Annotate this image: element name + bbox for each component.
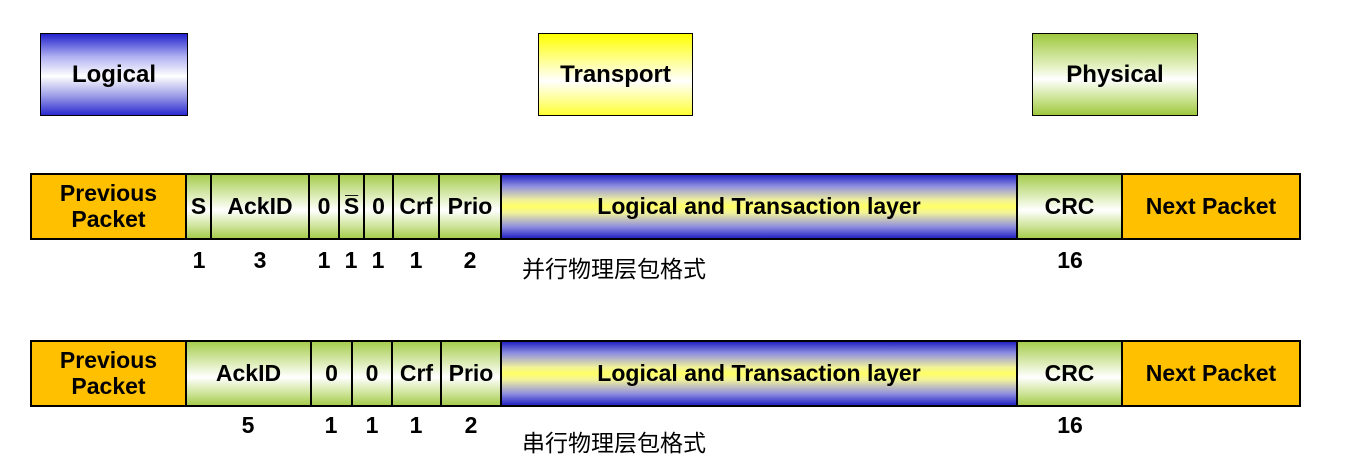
parallel-cell-zero-2: 0 [363,173,394,240]
serial-bitcount-crf: 1 [409,412,423,438]
parallel-cell-next-packet: Next Packet [1121,173,1301,240]
legend-logical-box: Logical [40,33,188,116]
parallel-cell-sbar: S̅ [338,173,365,240]
parallel-bitcount-zero-1: 1 [317,247,331,273]
parallel-bitcount-ackid: 3 [253,247,267,273]
legend-physical-label: Physical [1066,60,1164,88]
parallel-cell-payload: Logical and Transaction layer [500,173,1018,240]
serial-bitcount-ackid: 5 [241,412,255,438]
serial-caption: 串行物理层包格式 [522,430,706,456]
serial-packet-row: Previous Packet AckID 0 0 Crf Prio Logic… [30,340,1301,407]
parallel-cell-crc: CRC [1016,173,1123,240]
serial-bitcount-zero-1: 1 [324,412,338,438]
serial-bitcount-zero-2: 1 [365,412,379,438]
parallel-bitcount-zero-2: 1 [371,247,385,273]
parallel-cell-s: S [185,173,212,240]
legend-logical-label: Logical [71,60,156,88]
parallel-bitcount-crf: 1 [409,247,423,273]
parallel-packet-row: Previous Packet S AckID 0 S̅ 0 Crf Prio … [30,173,1301,240]
legend-transport-box: Transport [538,33,693,116]
serial-cell-prio: Prio [440,340,502,407]
serial-cell-zero-2: 0 [351,340,393,407]
serial-cell-zero-1: 0 [310,340,353,407]
legend-transport-label: Transport [560,60,671,88]
parallel-caption: 并行物理层包格式 [522,256,706,282]
serial-bitcount-prio: 2 [464,412,478,438]
legend-physical-box: Physical [1032,33,1198,116]
parallel-bitcount-sbar: 1 [344,247,358,273]
parallel-cell-ackid: AckID [210,173,310,240]
serial-cell-previous-packet: Previous Packet [30,340,187,407]
parallel-cell-prio: Prio [438,173,502,240]
serial-cell-crc: CRC [1016,340,1123,407]
parallel-cell-previous-packet: Previous Packet [30,173,187,240]
parallel-bitcount-crc: 16 [1057,247,1083,273]
parallel-cell-crf: Crf [392,173,440,240]
serial-cell-ackid: AckID [185,340,312,407]
parallel-bitcount-s: 1 [192,247,206,273]
parallel-cell-zero-1: 0 [308,173,340,240]
serial-cell-payload: Logical and Transaction layer [500,340,1018,407]
serial-bitcount-crc: 16 [1057,412,1083,438]
serial-cell-next-packet: Next Packet [1121,340,1301,407]
serial-cell-crf: Crf [391,340,442,407]
parallel-bitcount-prio: 2 [463,247,477,273]
